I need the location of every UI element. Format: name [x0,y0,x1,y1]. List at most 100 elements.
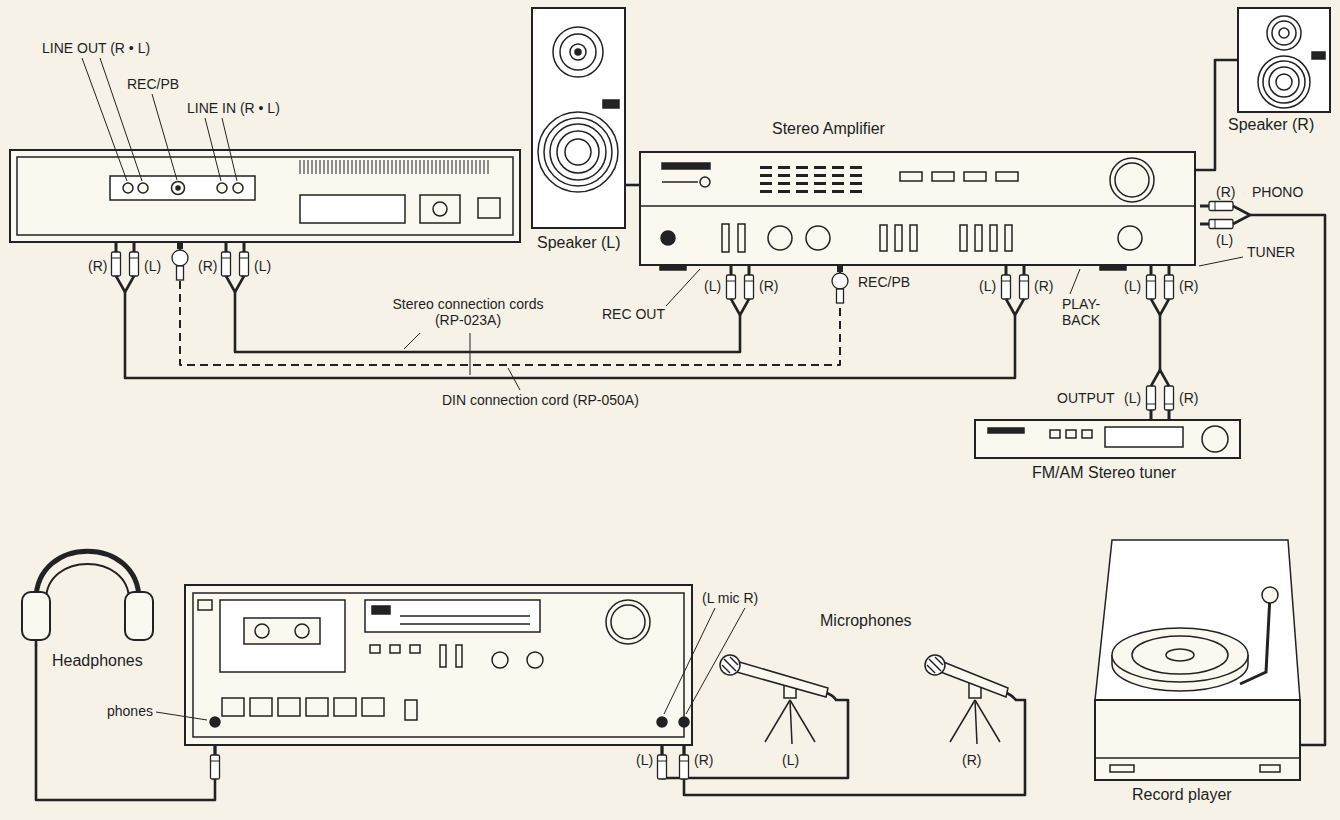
microphone-drawing [720,655,740,675]
amplifier-drawing [768,226,792,250]
speaker: Speaker (R) [1238,8,1330,112]
jack-label: LINE OUT (R • L) [40,40,152,56]
microphone-drawing [950,700,975,742]
leader-line [205,118,221,181]
vent-grill [408,160,409,174]
cassette-deck-drawing [250,698,272,716]
device-name: Microphones [818,612,914,630]
plug [1200,223,1209,226]
display-grid [778,182,790,185]
display-grid [778,190,790,193]
amplifier-drawing [910,225,917,251]
vent-grill [324,160,325,174]
vent-grill [300,160,301,174]
plug [661,746,664,755]
plug [133,243,136,252]
tape-deck-drawing [478,198,500,218]
display-grid [832,190,844,193]
leader-line [152,94,177,180]
vent-grill [300,160,488,174]
speaker-drawing [1269,67,1299,97]
cassette-deck: phones(L mic R) [185,585,692,745]
record-player-drawing [1166,649,1194,661]
speaker-drawing [1267,16,1301,50]
tape-deck-drawing [138,183,148,193]
tuner-drawing [1105,427,1183,447]
cassette-deck-drawing [362,698,384,716]
plug [130,258,139,259]
channel-label: (R) [196,258,219,274]
vent-grill [320,160,321,174]
speaker-drawing [575,49,581,55]
amplifier-drawing [960,225,967,251]
plug [130,252,139,276]
amplifier: Stereo Amplifier [640,152,1195,265]
microphone-drawing [722,665,730,673]
amplifier-drawing [996,172,1018,181]
microphone-drawing [720,655,836,744]
plug [683,746,686,755]
cassette-deck-drawing [370,645,380,653]
plug [1151,370,1169,386]
headphones-drawing [125,592,153,640]
display-grid [814,166,826,169]
plug [211,755,220,779]
amplifier-drawing [700,177,710,187]
vent-grill [448,160,449,174]
plug [1150,266,1153,275]
amplifier-drawing [880,225,887,251]
plug [1002,281,1011,282]
vent-grill [452,160,453,174]
plug [1020,281,1029,282]
cassette-deck-drawing [278,698,300,716]
cassette-deck-drawing [334,698,356,716]
speaker-drawing [1258,56,1310,108]
display-grid [760,190,772,193]
vent-grill [404,160,405,174]
channel-label: (L) [634,752,655,768]
record-player-drawing [1132,636,1228,674]
vent-grill [360,160,361,174]
channel-label: (R) [1214,184,1237,200]
cassette-deck-drawing [255,624,269,638]
device-name: Record player [1130,786,1234,804]
headphones-drawing [22,551,153,646]
microphone-drawing [730,657,738,665]
vent-grill [480,160,481,174]
microphone-drawing [827,693,836,700]
amplifier-drawing [900,172,922,181]
tape-deck: LINE OUT (R • L)REC/PBLINE IN (R • L) [10,150,520,242]
cassette-deck-drawing [185,585,692,745]
leader-line [470,333,471,375]
tuner-drawing [1050,430,1060,438]
tape-deck-drawing [233,183,243,193]
cassette-deck-drawing [372,606,390,614]
tuner-drawing [1202,426,1228,452]
microphone-drawing [790,700,815,742]
vent-grill [352,160,353,174]
cassette-deck-drawing [606,600,650,644]
jack-label: TUNER [1245,244,1297,260]
jack-label: OUTPUT [1055,390,1117,406]
vent-grill [456,160,457,174]
cassette-deck-drawing [295,624,309,638]
display-grid [850,182,862,185]
cassette-deck-drawing [400,623,530,625]
display-grid [832,182,844,185]
tuner-drawing [1082,430,1092,438]
tape-deck-drawing [433,202,447,216]
microphone-drawing [975,700,977,744]
vent-grill [428,160,429,174]
device-name: Stereo Amplifier [770,120,887,138]
speaker: Speaker (L) [532,8,625,228]
microphone-drawing [935,657,943,665]
jack-label: PHONO [1250,184,1305,200]
jack-label: REC/PB [856,274,912,290]
plug [658,761,667,762]
amplifier-drawing [964,172,986,181]
display-grid [760,166,862,193]
vent-grill [316,160,317,174]
vent-grill [488,160,489,174]
record-player-drawing [1095,757,1300,759]
